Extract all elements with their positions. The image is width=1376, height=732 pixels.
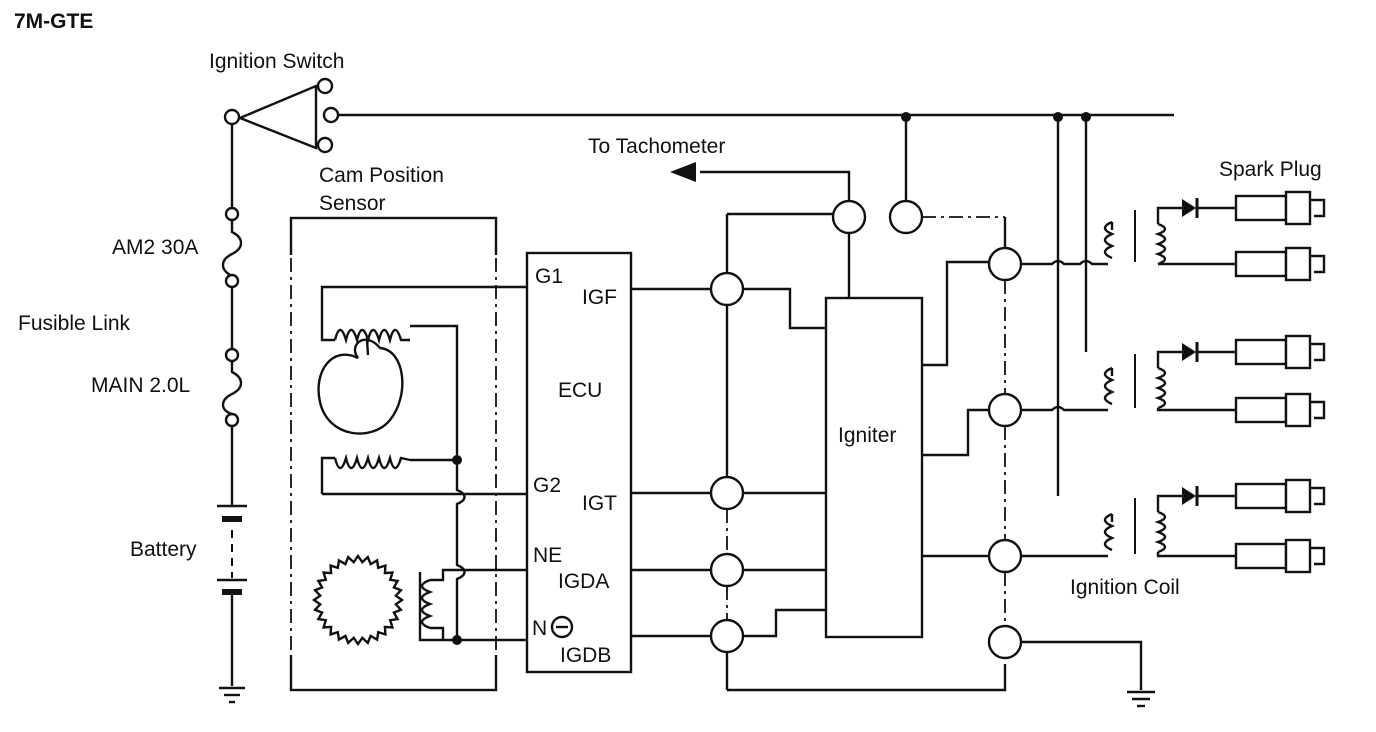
ecu-pin-igf: IGF xyxy=(582,286,617,309)
primary-winding-icon xyxy=(1103,512,1116,552)
spark-plug-icon xyxy=(1234,194,1288,222)
power-bus xyxy=(338,112,1174,496)
ecu-pin-g2: G2 xyxy=(533,474,561,497)
igniter-coil-wiring xyxy=(922,246,1143,690)
diode-icon xyxy=(1182,199,1196,217)
main-fuse-label: MAIN 2.0L xyxy=(91,374,190,397)
diagram-title: 7M-GTE xyxy=(14,10,93,33)
ecu-box xyxy=(525,251,633,674)
ground-icon xyxy=(219,686,245,704)
diode-icon xyxy=(1182,487,1196,505)
tachometer-connectors xyxy=(670,162,1007,298)
igniter-label: Igniter xyxy=(838,424,896,447)
spark-plug-icon xyxy=(1234,250,1288,278)
secondary-winding-icon xyxy=(1154,222,1167,266)
ignition-coil-label: Ignition Coil xyxy=(1070,576,1180,599)
spark-plug-icon xyxy=(1234,542,1288,570)
ecu-pin-igda: IGDA xyxy=(558,570,609,593)
spark-plug-icon xyxy=(1234,482,1288,510)
fusible-link-label: Fusible Link xyxy=(18,312,131,335)
cam-sensor-label-line2: Sensor xyxy=(319,192,386,215)
ecu-igniter-wiring xyxy=(631,287,826,638)
ignition-switch xyxy=(223,77,340,154)
ground-icon xyxy=(1127,690,1155,708)
ecu-pin-igdb: IGDB xyxy=(560,644,611,667)
secondary-winding-icon xyxy=(1154,510,1167,554)
connector-column-left xyxy=(709,212,1007,692)
ignition-switch-label: Ignition Switch xyxy=(209,50,344,73)
ecu-pin-g1: G1 xyxy=(535,265,563,288)
spark-plug-icon xyxy=(1234,396,1288,424)
ecu-pin-ne: NE xyxy=(533,544,562,567)
am2-fuse-label: AM2 30A xyxy=(112,236,198,259)
primary-winding-icon xyxy=(1103,366,1116,406)
to-tachometer-label: To Tachometer xyxy=(588,135,725,158)
minus-circle-icon xyxy=(550,615,574,639)
sensor-rotor-icon xyxy=(317,338,404,435)
primary-winding-icon xyxy=(1103,220,1116,260)
battery-label: Battery xyxy=(130,538,197,561)
supply-chain xyxy=(221,124,243,506)
secondary-winding-icon xyxy=(1154,366,1167,410)
ecu-label: ECU xyxy=(558,379,602,402)
spark-plug-icon xyxy=(1234,338,1288,366)
ne-pickup-coil-icon xyxy=(418,460,527,645)
ecu-pin-igt: IGT xyxy=(582,492,617,515)
ignition-coils xyxy=(1103,190,1326,574)
igniter-box xyxy=(824,296,924,639)
ne-gear-rotor-icon xyxy=(311,553,405,647)
ecu-pin-n-minus: N xyxy=(532,617,547,640)
g1-pickup-coil-icon xyxy=(320,285,527,462)
battery-symbol xyxy=(217,504,247,686)
diode-icon xyxy=(1182,343,1196,361)
spark-plug-label: Spark Plug xyxy=(1219,158,1322,181)
cam-sensor-label-line1: Cam Position xyxy=(319,164,444,187)
